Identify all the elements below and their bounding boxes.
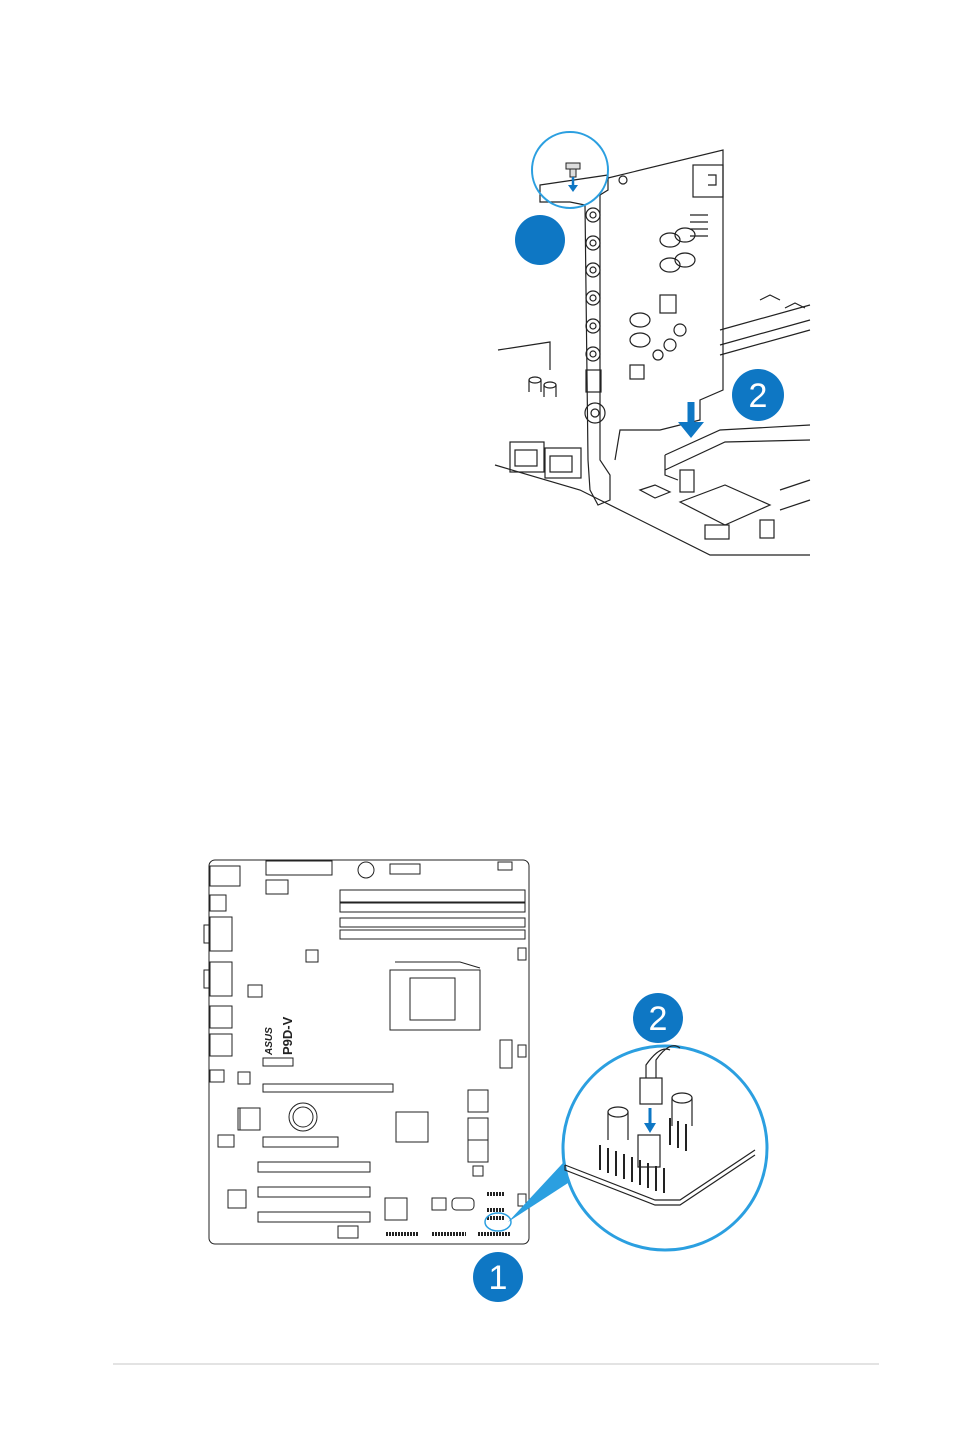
brand-logo-text: ASUS [264,1027,275,1056]
step-badge-2: 2 [732,369,784,421]
board-model-label: P9D-V [280,1016,295,1055]
header-highlight [485,1213,511,1231]
svg-text:2: 2 [649,1000,668,1038]
step-badge-1-bottom: 1 [473,1252,523,1302]
svg-text:2: 2 [749,377,768,415]
motherboard-layout-illustration: P9D-V ASUS 2 1 [200,850,790,1310]
svg-text:1: 1 [489,1259,508,1297]
step-badge-1 [515,215,565,265]
footer-divider [113,1363,879,1365]
magnified-header-callout [563,1046,767,1250]
step-badge-2-bottom: 2 [633,993,683,1043]
card-installation-illustration: 2 [480,130,820,570]
